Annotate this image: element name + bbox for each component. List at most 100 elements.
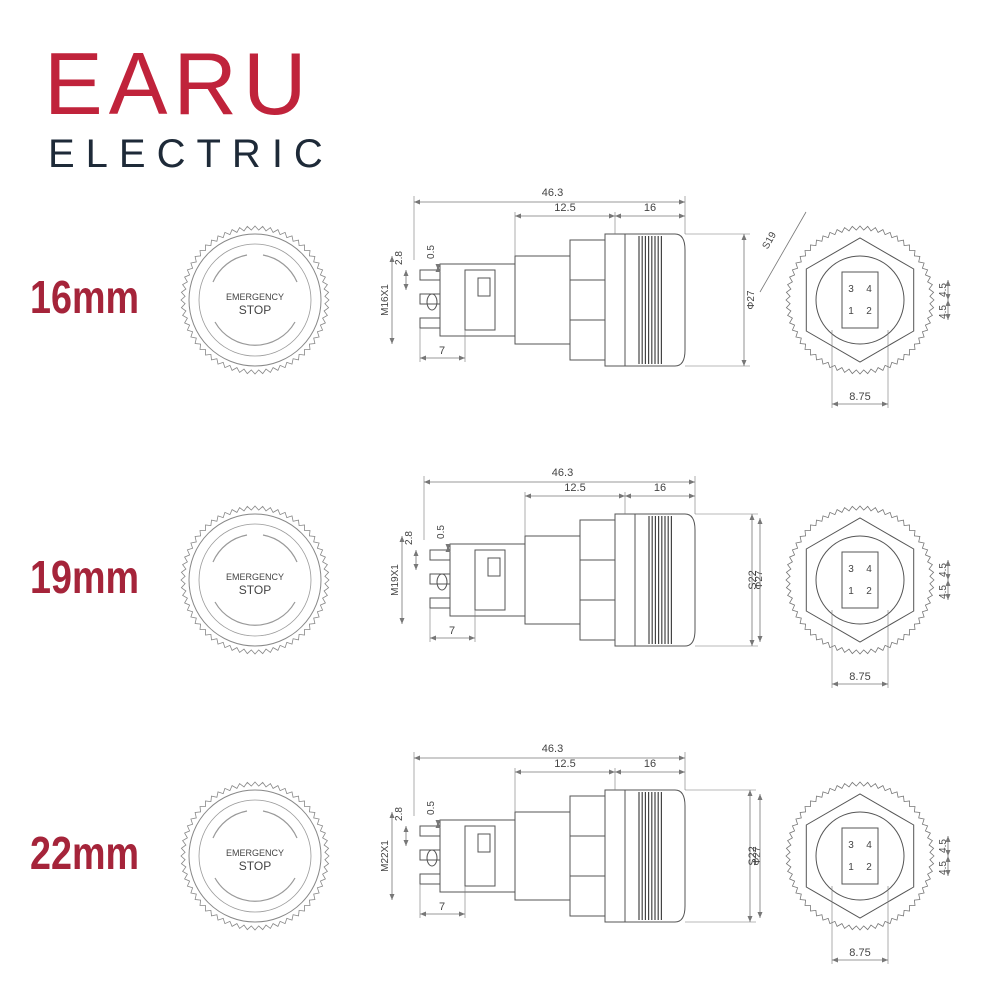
button-rim <box>188 513 322 647</box>
dim-nut-size: S22 <box>747 570 759 590</box>
dimension-arrow <box>414 755 420 761</box>
outline-rect <box>841 827 879 885</box>
dimension-arrow <box>625 493 631 499</box>
rear-hex-nut <box>805 237 915 363</box>
dimension-arrow <box>389 256 395 262</box>
outline-rect <box>464 269 496 331</box>
rotate-arrow-icon <box>262 534 298 563</box>
dimension-arrow <box>420 911 426 917</box>
button-face <box>198 243 312 357</box>
dimension-arrow <box>679 755 685 761</box>
dim-thread: M16X1 <box>380 284 391 316</box>
dim-nut-size: S22 <box>747 846 759 866</box>
dimension-arrow <box>741 234 747 240</box>
dim-thread: M22X1 <box>380 840 391 872</box>
dimension-arrow <box>435 820 441 826</box>
dimension-arrow <box>403 826 409 832</box>
outline-rect <box>429 549 451 561</box>
dimension-arrow <box>389 812 395 818</box>
dimension-arrow <box>945 560 951 566</box>
dimension-arrow <box>399 536 405 542</box>
dim-pitch-a: 4.5 <box>938 283 949 297</box>
rotate-arrow-icon <box>262 254 298 283</box>
outline-rect <box>419 317 441 329</box>
dim-body-length: 12.5 <box>554 202 575 214</box>
rear-body <box>815 811 905 901</box>
button-text-emergency: EMERGENCY <box>226 292 284 302</box>
button-rim <box>188 789 322 923</box>
button-text-emergency: EMERGENCY <box>226 848 284 858</box>
outline-rect <box>419 873 441 885</box>
pin-hole <box>426 293 438 311</box>
dim-pin-gap: 2.8 <box>404 531 415 545</box>
dim-pin-length: 7 <box>449 625 455 637</box>
dimension-arrow <box>945 280 951 286</box>
serrated-ring <box>180 505 330 655</box>
pin-number-1: 1 <box>848 862 854 873</box>
dimension-arrow <box>945 294 951 300</box>
dimension-arrow <box>945 594 951 600</box>
pin-number-3: 3 <box>848 840 854 851</box>
dim-pitch-b: 4.5 <box>938 305 949 319</box>
dimension-arrow <box>832 401 838 407</box>
size-label-16: 16mm <box>30 271 140 323</box>
rear-hex-nut <box>805 517 915 643</box>
rotate-arrow-icon <box>214 601 296 626</box>
outline-rect <box>449 543 526 617</box>
button-text-stop: STOP <box>239 303 271 317</box>
dim-cap-length: 16 <box>644 758 656 770</box>
outline-rect <box>464 825 496 887</box>
brand-logo: EARU ELECTRIC <box>44 34 334 175</box>
outline-rect <box>419 269 441 281</box>
outline-rect <box>429 597 451 609</box>
dimension-arrow <box>749 640 755 646</box>
rotate-arrow-icon <box>214 877 296 902</box>
dimension-arrow <box>757 912 763 918</box>
outline-rect <box>487 557 501 577</box>
outline-rect <box>474 549 506 611</box>
pin-number-1: 1 <box>848 306 854 317</box>
dim-nut-size: S19 <box>761 230 780 251</box>
dim-diameter: Φ27 <box>752 846 763 866</box>
outline-rect <box>614 513 636 647</box>
dimension-arrow <box>757 636 763 642</box>
brand-name: EARU <box>44 34 313 133</box>
pin-number-4: 4 <box>866 564 872 575</box>
dimension-arrow <box>945 574 951 580</box>
dim-diameter: Φ27 <box>754 570 765 590</box>
rear-serrated-ring <box>785 225 935 375</box>
outline-rect <box>419 825 441 837</box>
dimension-arrow <box>945 856 951 862</box>
dimension-arrow <box>615 769 621 775</box>
button-text-stop: STOP <box>239 859 271 873</box>
size-label-19: 19mm <box>30 551 140 603</box>
dimension-arrow <box>403 270 409 276</box>
dimension-arrow <box>389 338 395 344</box>
dimension-arrow <box>945 580 951 586</box>
dimension-arrow <box>689 479 695 485</box>
dimension-arrow <box>525 493 531 499</box>
dimension-arrow <box>832 957 838 963</box>
rear-body <box>815 535 905 625</box>
dimension-arrow <box>413 550 419 556</box>
dim-width: 8.75 <box>849 671 870 683</box>
outline-rect <box>439 819 516 893</box>
dimension-arrow <box>469 635 475 641</box>
dim-total-length: 46.3 <box>552 467 573 479</box>
rotate-arrow-icon <box>212 810 248 839</box>
dimension-arrow <box>413 564 419 570</box>
dimension-arrow <box>945 314 951 320</box>
dim-cap-length: 16 <box>654 482 666 494</box>
dim-body-length: 12.5 <box>564 482 585 494</box>
cap-outline <box>624 789 686 923</box>
rotate-arrow-icon <box>214 321 296 346</box>
dim-pitch-b: 4.5 <box>938 585 949 599</box>
